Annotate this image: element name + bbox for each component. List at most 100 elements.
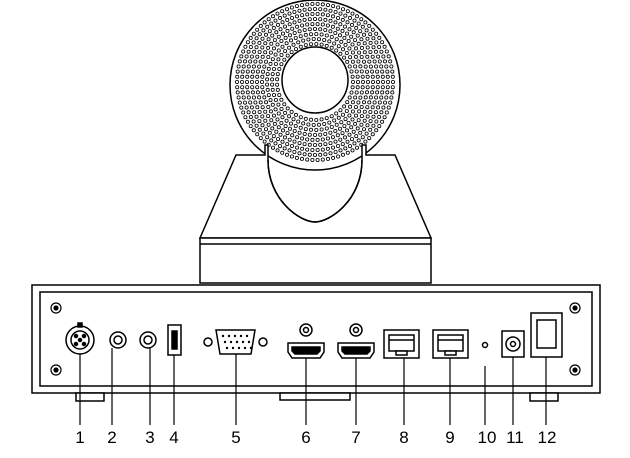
- speaker-hole: [338, 108, 343, 113]
- speaker-hole: [324, 116, 329, 121]
- speaker-hole: [318, 17, 323, 22]
- speaker-hole: [333, 9, 338, 14]
- speaker-hole: [239, 105, 244, 110]
- speaker-hole: [363, 64, 368, 69]
- speaker-hole: [254, 45, 259, 50]
- speaker-hole: [310, 11, 315, 16]
- speaker-hole: [325, 136, 330, 141]
- speaker-hole: [386, 105, 391, 110]
- speaker-hole: [350, 59, 355, 64]
- speaker-hole: [297, 151, 302, 156]
- speaker-hole: [384, 64, 389, 69]
- speaker-hole: [287, 114, 292, 119]
- speaker-hole: [262, 139, 267, 144]
- speaker-hole: [337, 126, 342, 131]
- speaker-hole: [360, 74, 365, 79]
- port-9-ethernet: [432, 329, 469, 359]
- speaker-hole: [266, 93, 271, 98]
- speaker-hole: [296, 40, 301, 45]
- speaker-hole: [379, 110, 384, 115]
- speaker-hole: [364, 131, 369, 136]
- speaker-hole: [340, 28, 345, 33]
- speaker-hole: [376, 54, 381, 59]
- speaker-hole: [342, 104, 347, 109]
- port-5-vga: [203, 329, 268, 355]
- speaker-hole: [235, 69, 240, 74]
- speaker-hole: [303, 116, 308, 121]
- speaker-hole: [246, 95, 251, 100]
- speaker-hole: [300, 146, 305, 151]
- speaker-hole: [350, 74, 355, 79]
- speaker-hole: [268, 109, 273, 114]
- speaker-hole: [334, 37, 339, 42]
- speaker-hole: [269, 138, 274, 143]
- screw-bottom-right: [569, 364, 581, 376]
- speaker-hole: [370, 85, 375, 90]
- speaker-hole: [279, 62, 284, 67]
- speaker-hole: [268, 50, 273, 55]
- speaker-hole: [338, 11, 343, 16]
- speaker-hole: [316, 37, 321, 42]
- speaker-hole: [364, 28, 369, 33]
- speaker-hole: [266, 114, 271, 119]
- speaker-hole: [257, 32, 262, 37]
- speaker-hole: [365, 74, 370, 79]
- speaker-hole: [377, 124, 382, 129]
- speaker-hole: [354, 90, 359, 95]
- speaker-hole: [245, 90, 250, 95]
- speaker-hole: [245, 119, 250, 124]
- speaker-hole: [270, 87, 275, 92]
- speaker-hole: [251, 64, 256, 69]
- speaker-hole: [289, 109, 294, 114]
- speaker-hole: [292, 20, 297, 25]
- speaker-hole: [370, 90, 375, 95]
- speaker-hole: [236, 95, 241, 100]
- speaker-hole: [278, 27, 283, 32]
- speaker-hole: [270, 57, 275, 62]
- speaker-hole: [350, 148, 355, 153]
- speaker-hole: [248, 100, 253, 105]
- speaker-hole: [255, 69, 260, 74]
- speaker-hole: [314, 118, 319, 123]
- speaker-hole: [356, 118, 361, 123]
- speaker-hole: [371, 45, 376, 50]
- speaker-hole: [371, 114, 376, 119]
- speaker-hole: [273, 52, 278, 57]
- speaker-hole: [284, 118, 289, 123]
- speaker-hole: [279, 39, 284, 44]
- speaker-hole: [365, 105, 370, 110]
- speaker-hole: [301, 38, 306, 43]
- speaker-hole: [360, 135, 365, 140]
- speaker-hole: [342, 124, 347, 129]
- speaker-hole: [390, 85, 395, 90]
- speaker-hole: [352, 18, 357, 23]
- speaker-hole: [332, 118, 337, 123]
- speaker-hole: [244, 105, 249, 110]
- speaker-hole: [276, 102, 281, 107]
- speaker-hole: [314, 42, 319, 47]
- port-4-usb: [167, 324, 182, 356]
- speaker-hole: [308, 127, 313, 132]
- speaker-hole: [353, 46, 358, 51]
- speaker-hole: [283, 49, 288, 54]
- speaker-hole: [384, 110, 389, 115]
- speaker-hole: [277, 15, 282, 20]
- speaker-hole: [280, 115, 285, 120]
- speaker-hole: [254, 36, 259, 41]
- speaker-hole: [257, 40, 262, 45]
- speaker-hole: [305, 12, 310, 17]
- speaker-hole: [269, 41, 274, 46]
- speaker-hole: [368, 40, 373, 45]
- vga-pin: [237, 346, 241, 350]
- speaker-hole: [307, 132, 312, 137]
- port-6-hdmi: [287, 323, 325, 359]
- speaker-hole: [255, 132, 260, 137]
- speaker-hole: [282, 135, 287, 140]
- speaker-hole: [280, 139, 285, 144]
- speaker-hole: [370, 80, 375, 85]
- speaker-hole: [350, 11, 355, 16]
- port-10-reset-pinhole: [481, 341, 489, 349]
- speaker-hole: [273, 107, 278, 112]
- speaker-hole: [345, 20, 350, 25]
- speaker-hole: [293, 36, 298, 41]
